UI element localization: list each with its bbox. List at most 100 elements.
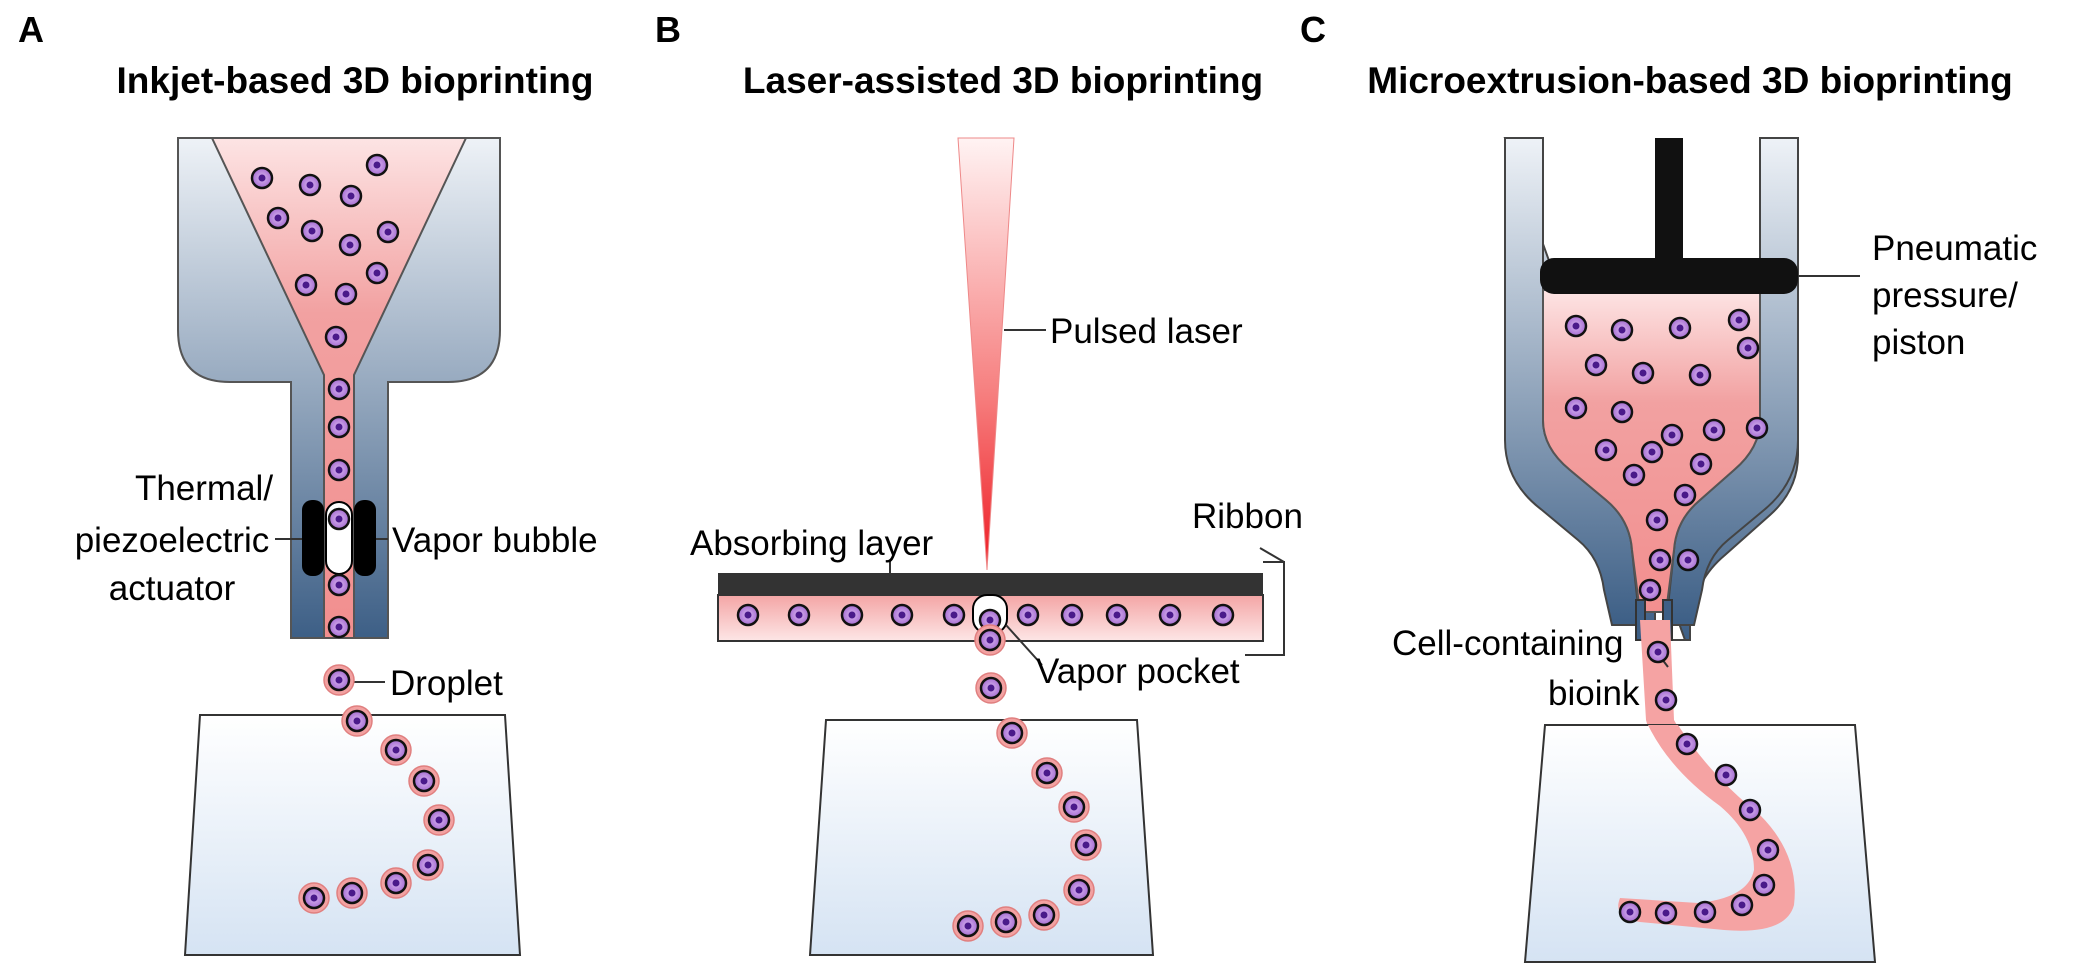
- extrusion-cells: [1564, 308, 1780, 925]
- actuator-right: [354, 500, 376, 576]
- cell: [1060, 603, 1084, 627]
- label-bioink-2: bioink: [1548, 674, 1640, 713]
- cell: [327, 415, 351, 439]
- cell: [1158, 603, 1182, 627]
- cell: [1105, 603, 1129, 627]
- cell: [341, 705, 373, 737]
- cell: [1610, 400, 1634, 424]
- label-pressure-2: pressure/: [1872, 276, 2018, 315]
- cell: [339, 184, 363, 208]
- cell: [327, 573, 351, 597]
- cell: [1676, 548, 1700, 572]
- cell: [294, 273, 318, 297]
- cell: [1211, 603, 1235, 627]
- cell: [1618, 900, 1642, 924]
- cell: [1756, 838, 1780, 862]
- cell: [1689, 452, 1713, 476]
- pulsed-laser-beam: [957, 137, 1015, 571]
- cell: [412, 849, 444, 881]
- cell: [1736, 336, 1760, 360]
- cell: [1675, 732, 1699, 756]
- absorbing-layer: [718, 573, 1263, 595]
- cell: [298, 882, 330, 914]
- cell: [338, 233, 362, 257]
- cell: [1688, 363, 1712, 387]
- cell: [996, 717, 1028, 749]
- cell: [408, 765, 440, 797]
- panel-a: A Inkjet-based 3D bioprinting Thermal/ p…: [18, 9, 598, 956]
- panel-c-title: Microextrusion-based 3D bioprinting: [1367, 60, 2013, 101]
- cell: [1564, 314, 1588, 338]
- cell: [1645, 508, 1669, 532]
- cell: [1752, 873, 1776, 897]
- cell: [323, 664, 355, 696]
- cell: [840, 603, 864, 627]
- extruded-filament-on-substrate: [1618, 725, 1795, 931]
- cell: [1730, 893, 1754, 917]
- cell: [978, 608, 1002, 632]
- pocket-leader: [1005, 624, 1043, 666]
- cell: [327, 615, 351, 639]
- cell: [787, 603, 811, 627]
- panel-b-letter: B: [655, 9, 681, 50]
- cell: [890, 603, 914, 627]
- cell: [334, 282, 358, 306]
- cell: [250, 166, 274, 190]
- piston-rod: [1655, 138, 1683, 273]
- panel-b-title: Laser-assisted 3D bioprinting: [743, 60, 1263, 101]
- label-ribbon: Ribbon: [1192, 497, 1303, 536]
- label-bioink-1: Cell-containing: [1392, 624, 1624, 663]
- cell: [1610, 318, 1634, 342]
- cell: [1564, 396, 1588, 420]
- inkjet-cells: [250, 153, 455, 914]
- panel-a-letter: A: [18, 9, 44, 50]
- cell: [1738, 798, 1762, 822]
- inkjet-substrate: [183, 714, 522, 956]
- label-pressure-3: piston: [1872, 323, 1965, 362]
- actuator-left: [302, 500, 324, 576]
- cell: [300, 219, 324, 243]
- cell: [1702, 418, 1726, 442]
- cell: [336, 877, 368, 909]
- cell: [952, 910, 984, 942]
- cell: [1673, 483, 1697, 507]
- label-vapor-pocket: Vapor pocket: [1036, 652, 1240, 691]
- cell: [1594, 438, 1618, 462]
- label-pressure-1: Pneumatic: [1872, 229, 2037, 268]
- cell: [1640, 440, 1664, 464]
- cell: [942, 603, 966, 627]
- cell: [1714, 763, 1738, 787]
- cell: [974, 624, 1006, 656]
- cell: [1070, 829, 1102, 861]
- cell: [1660, 423, 1684, 447]
- cell: [736, 603, 760, 627]
- cell: [1638, 578, 1662, 602]
- cell: [365, 261, 389, 285]
- label-vapor-bubble: Vapor bubble: [392, 521, 598, 560]
- label-pulsed-laser: Pulsed laser: [1050, 312, 1243, 351]
- cell: [365, 153, 389, 177]
- cell: [1727, 308, 1751, 332]
- label-actuator-1: Thermal/: [135, 469, 273, 508]
- cell: [1622, 463, 1646, 487]
- cell: [298, 173, 322, 197]
- cell: [327, 377, 351, 401]
- label-droplet: Droplet: [390, 664, 503, 703]
- ribbon-bracket: [1245, 561, 1285, 656]
- panel-a-title: Inkjet-based 3D bioprinting: [117, 60, 594, 101]
- cell: [266, 206, 290, 230]
- label-actuator-3: actuator: [109, 569, 236, 608]
- piston-head: [1540, 258, 1798, 294]
- cell: [990, 906, 1022, 938]
- cell: [1028, 899, 1060, 931]
- cell: [1745, 416, 1769, 440]
- cell: [327, 458, 351, 482]
- cell: [1058, 791, 1090, 823]
- cell: [975, 672, 1007, 704]
- cell: [1654, 901, 1678, 925]
- cell: [1584, 353, 1608, 377]
- cell: [423, 804, 455, 836]
- cell: [1631, 361, 1655, 385]
- cell: [1654, 688, 1678, 712]
- label-actuator-2: piezoelectric: [75, 521, 270, 560]
